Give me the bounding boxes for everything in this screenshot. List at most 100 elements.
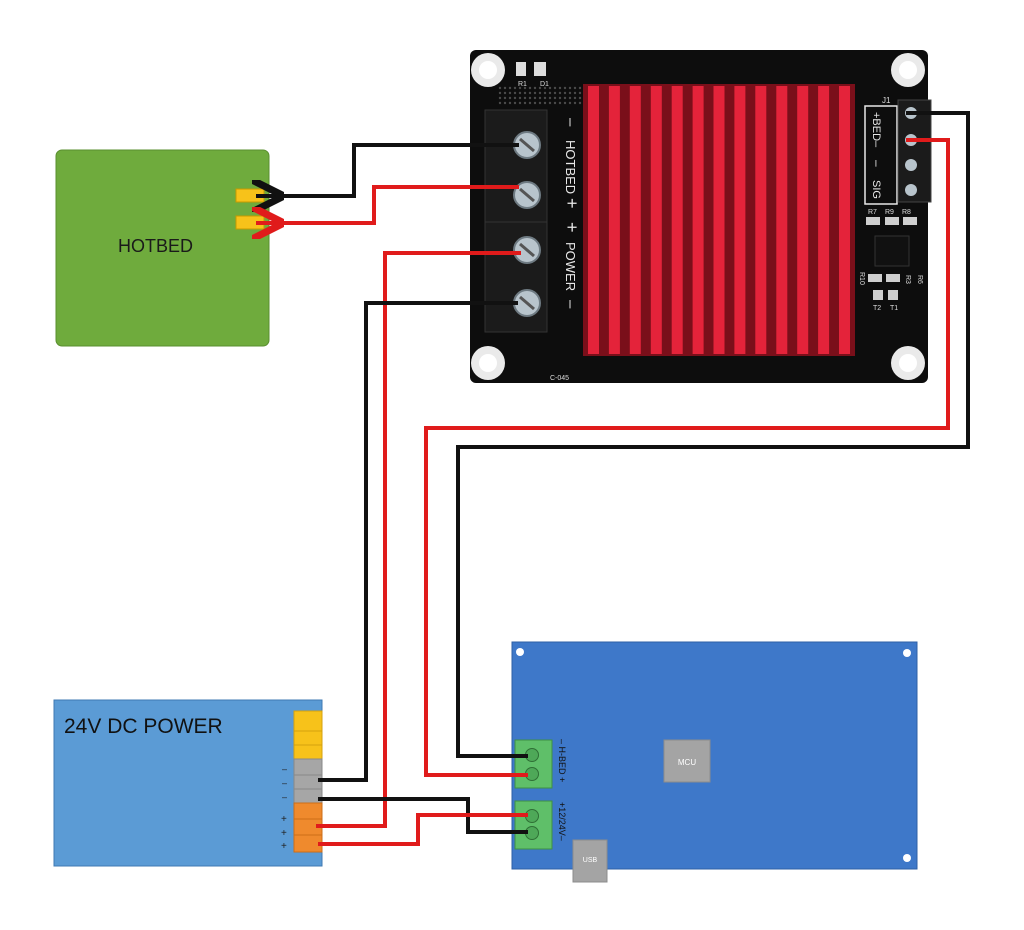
via-dot [548,91,552,95]
via-dot [563,101,567,105]
via-dot [503,86,507,90]
mounting-hole [471,53,505,87]
label-r3: R3 [904,275,911,284]
via-dot [543,96,547,100]
via-dot [498,101,502,105]
mounting-hole [516,648,524,656]
wire-power-negative [318,301,518,782]
via-dot [523,96,527,100]
via-dot [528,86,532,90]
via-dot [523,91,527,95]
via-dot [548,101,552,105]
psu-minus-mark: – [282,778,287,788]
label-bed: +BED– [870,112,882,148]
via-dot [498,96,502,100]
via-dot [538,91,542,95]
via-dot [573,96,577,100]
via-dot [578,86,582,90]
label-power-minus: – [562,300,579,309]
label-power: POWER [563,242,578,291]
via-dot [568,96,572,100]
power-input-terminal [514,800,553,850]
wire-hotbed-negative [256,143,519,196]
heatsink-fin [629,86,641,354]
via-dot [543,101,547,105]
via-dot [513,101,517,105]
via-dot [508,96,512,100]
power-input-label: +12/24V– [557,802,567,841]
heatsink-fin [839,86,850,354]
heatsink-fin [818,86,830,354]
psu-plus-mark: + [281,828,287,839]
label-hotbed: HOTBED [563,140,578,194]
via-dot [528,91,532,95]
label-model: C-045 [550,375,569,382]
psu-plus-mark: + [281,841,287,852]
label-power-plus: + [562,222,582,233]
via-dot [558,101,562,105]
wire-signal-positive [424,138,950,777]
heatsink-fin [734,86,746,354]
via-dot [518,101,522,105]
via-dot [528,96,532,100]
via-dot [553,101,557,105]
heatsink-fin [755,86,767,354]
mounting-hole [903,854,911,862]
via-dot [513,96,517,100]
label-hotbed-minus: – [562,118,579,127]
label-r9: R9 [885,209,894,216]
wire-signal-negative [456,111,970,758]
label-sig: SIG [870,180,882,199]
via-dot [548,96,552,100]
heatsink-fin [692,86,704,354]
heatsink [583,84,855,356]
via-dot [518,91,522,95]
via-dot [528,101,532,105]
via-dot [503,96,507,100]
via-dots [498,86,582,105]
via-dot [578,96,582,100]
via-dot [533,101,537,105]
label-t2: T2 [873,305,881,312]
label-r8: R8 [902,209,911,216]
mainboard: MCU USB – H-BED + +12/24V– [511,641,918,883]
via-dot [553,91,557,95]
mounting-hole [891,53,925,87]
via-dot [568,86,572,90]
usb-port [572,839,608,883]
via-dot [573,91,577,95]
mcu-label: MCU [678,758,696,767]
signal-screw [905,184,917,196]
psu-minus-mark: – [282,764,287,774]
wire-mainboard-positive [318,813,528,846]
psu-plus-mark: + [281,814,287,825]
screw-terminal [513,289,541,317]
mounting-hole [903,649,911,657]
via-dot [533,86,537,90]
via-dot [578,91,582,95]
via-dot [518,96,522,100]
via-dot [503,91,507,95]
via-dot [558,96,562,100]
via-dot [568,91,572,95]
via-dot [573,101,577,105]
label-j1: J1 [882,96,891,105]
via-dot [513,86,517,90]
label-r6: R6 [916,275,923,284]
via-dot [508,101,512,105]
via-dot [568,101,572,105]
label-hotbed-plus: + [562,198,582,209]
via-dot [508,86,512,90]
usb-label: USB [583,857,598,864]
hotbed: HOTBED [55,149,270,347]
via-dot [518,86,522,90]
via-dot [563,91,567,95]
wires [256,111,970,846]
heatsink-fin [797,86,809,354]
heatsink-fin [671,86,683,354]
via-dot [538,96,542,100]
label-t1: T1 [890,305,898,312]
signal-screw [905,159,917,171]
via-dot [563,96,567,100]
via-dot [553,86,557,90]
